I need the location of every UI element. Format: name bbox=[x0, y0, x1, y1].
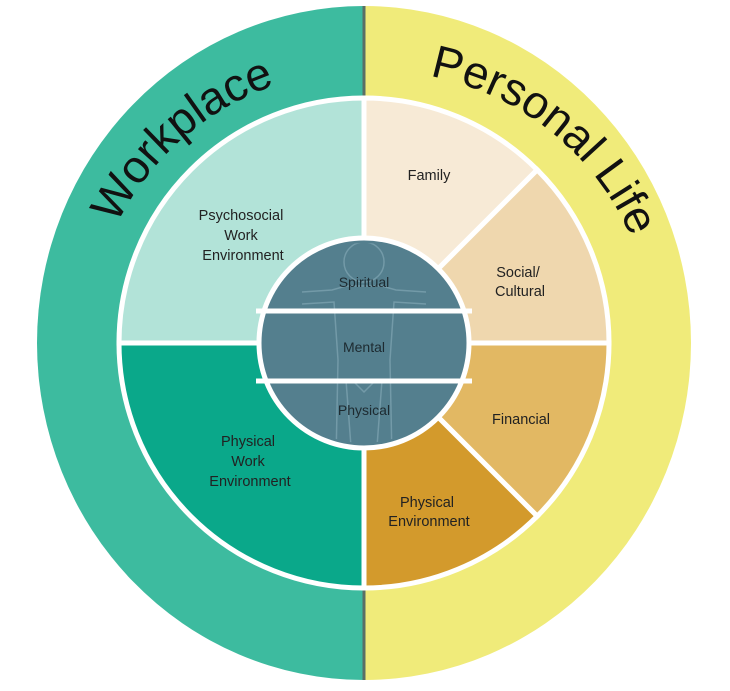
label-social-cultural: Social/ Cultural bbox=[495, 265, 545, 300]
core-circle bbox=[256, 235, 472, 451]
human-figure-outline bbox=[301, 243, 427, 443]
label-psychosocial: Psychosocial Work Environment bbox=[199, 208, 288, 264]
label-family: Family bbox=[408, 168, 451, 184]
label-physical-environment: Physical Environment bbox=[388, 495, 469, 530]
core-label-physical: Physical bbox=[338, 402, 390, 418]
label-financial: Financial bbox=[492, 412, 550, 428]
core-label-mental: Mental bbox=[343, 339, 385, 355]
label-physical-work: Physical Work Environment bbox=[209, 434, 290, 490]
core-label-spiritual: Spiritual bbox=[339, 274, 390, 290]
